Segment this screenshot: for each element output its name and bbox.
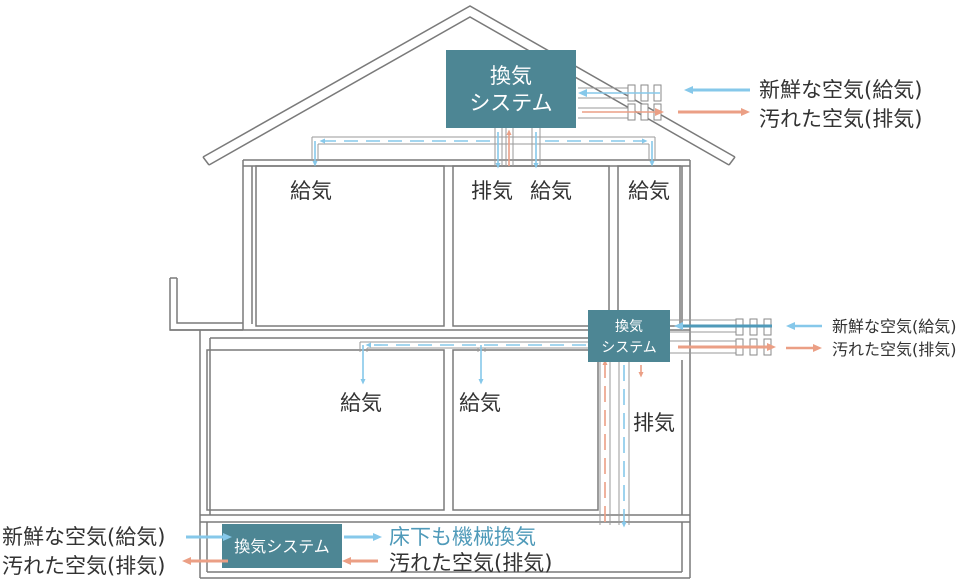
lower-room-mid: [452, 349, 599, 511]
second-floor-legend: 新鮮な空気(給気) 汚れた空気(排気): [786, 317, 957, 359]
underfloor-fresh-label: 新鮮な空気(給気): [2, 525, 165, 549]
ducts: [311, 87, 740, 525]
underfloor-caption: 床下も機械換気: [389, 525, 536, 549]
lower-eave: [169, 278, 243, 331]
second-exhaust-label: 汚れた空気(排気): [832, 340, 957, 359]
attic-exhaust-label: 汚れた空気(排気): [759, 107, 922, 131]
upper-room-mid: [452, 165, 610, 327]
second-floor-system-box: 換気 システム: [588, 310, 670, 362]
attic-duct-caps: [627, 84, 662, 121]
underfloor-exhaust-label: 汚れた空気(排気): [2, 554, 165, 578]
underfloor-system-label: 換気システム: [234, 537, 330, 556]
lower-room-left: [206, 349, 445, 511]
upper-mid-supply-label: 給気: [530, 179, 572, 203]
attic-legend: 新鮮な空気(給気) 汚れた空気(排気): [678, 78, 922, 131]
stair-exhaust-label: 排気: [633, 411, 675, 435]
attic-fresh-label: 新鮮な空気(給気): [759, 78, 922, 102]
lower-left-supply-label: 給気: [340, 391, 382, 415]
upper-left-supply-label: 給気: [290, 179, 332, 203]
second-fresh-label: 新鮮な空気(給気): [832, 317, 957, 336]
upper-room-left: [255, 165, 445, 327]
second-duct-caps: [735, 318, 772, 356]
upper-right-supply-label: 給気: [628, 179, 670, 203]
second-system-line2: システム: [601, 340, 657, 356]
underfloor-system-box: 換気システム: [222, 524, 342, 568]
lower-mid-supply-label: 給気: [459, 391, 501, 415]
room-labels: 給気 排気 給気 給気 給気 給気 排気: [290, 179, 675, 435]
attic-system-line1: 換気: [490, 64, 532, 88]
underfloor-exhaust-out-label: 汚れた空気(排気): [389, 551, 552, 575]
duct-airflow: [312, 89, 776, 528]
second-system-line1: 換気: [615, 319, 643, 335]
underfloor-legend: 新鮮な空気(給気) 汚れた空気(排気) 床下も機械換気 汚れた空気(排気): [2, 525, 552, 578]
upper-mid-exhaust-label: 排気: [471, 179, 513, 203]
attic-system-box: 換気 システム: [446, 50, 576, 128]
attic-system-line2: システム: [469, 91, 552, 115]
